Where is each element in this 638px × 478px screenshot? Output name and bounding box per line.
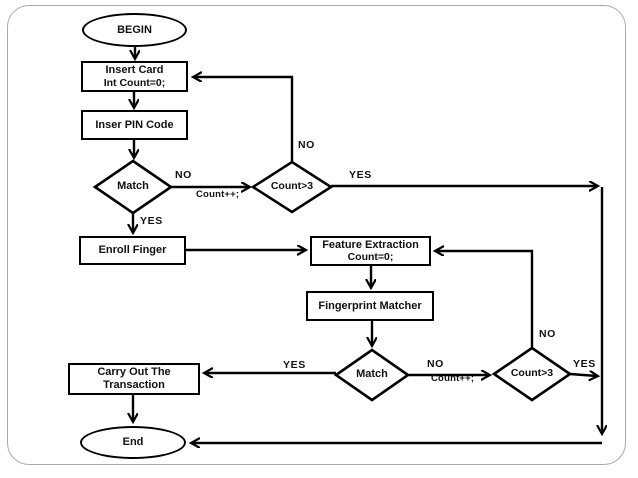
- end-label: End: [122, 436, 144, 449]
- edge-count2-no-feature: [436, 251, 534, 348]
- insert-card-line1: Insert Card: [105, 64, 164, 77]
- insert-pin-label: Inser PIN Code: [95, 118, 174, 131]
- feature-extraction-line2: Count=0;: [347, 251, 394, 264]
- begin-label: BEGIN: [117, 23, 152, 36]
- begin-terminator: BEGIN: [82, 13, 187, 47]
- decision-match-1-label: Match: [117, 180, 149, 192]
- process-feature-extraction: Feature Extraction Count=0;: [310, 236, 431, 266]
- edge-label-count2-yes: YES: [573, 358, 596, 370]
- edge-label-count1-no: NO: [298, 139, 315, 151]
- process-insert-pin: Inser PIN Code: [81, 110, 188, 140]
- decision-count-2-label: Count>3: [510, 367, 554, 379]
- process-enroll-finger: Enroll Finger: [79, 236, 186, 265]
- process-insert-card: Insert Card Int Count=0;: [81, 61, 188, 92]
- carry-out-line2: Transaction: [103, 379, 165, 391]
- edge-label-count2-no: NO: [539, 328, 556, 340]
- process-carry-out-transaction: Carry Out The Transaction: [68, 363, 200, 395]
- decision-count-1-label: Count>3: [270, 180, 314, 192]
- edge-label-match2-count: Count++;: [431, 373, 475, 384]
- carry-out-line1: Carry Out The: [97, 366, 171, 379]
- edge-label-match1-yes: YES: [140, 215, 163, 227]
- edge-count2-yes-right: [569, 374, 597, 376]
- edge-label-match2-yes: YES: [283, 359, 306, 371]
- fingerprint-matcher-label: Fingerprint Matcher: [318, 299, 422, 312]
- end-terminator: End: [80, 426, 186, 459]
- edge-count1-no-insert: [194, 77, 294, 162]
- edge-label-count1-yes: YES: [349, 169, 372, 181]
- decision-match-2-label: Match: [356, 368, 388, 380]
- decision-count-2-shape: [491, 346, 573, 402]
- feature-extraction-line1: Feature Extraction: [322, 238, 419, 251]
- insert-card-line2: Int Count=0;: [103, 76, 166, 89]
- process-fingerprint-matcher: Fingerprint Matcher: [306, 291, 434, 321]
- enroll-finger-label: Enroll Finger: [98, 244, 167, 257]
- edge-label-match1-count: Count++;: [196, 189, 240, 200]
- decision-match-2-shape: [333, 348, 411, 402]
- decision-match-1-shape: [92, 159, 174, 215]
- edge-label-match2-no: NO: [427, 358, 444, 370]
- edge-label-match1-no: NO: [175, 169, 192, 181]
- decision-count-1-shape: [250, 160, 334, 214]
